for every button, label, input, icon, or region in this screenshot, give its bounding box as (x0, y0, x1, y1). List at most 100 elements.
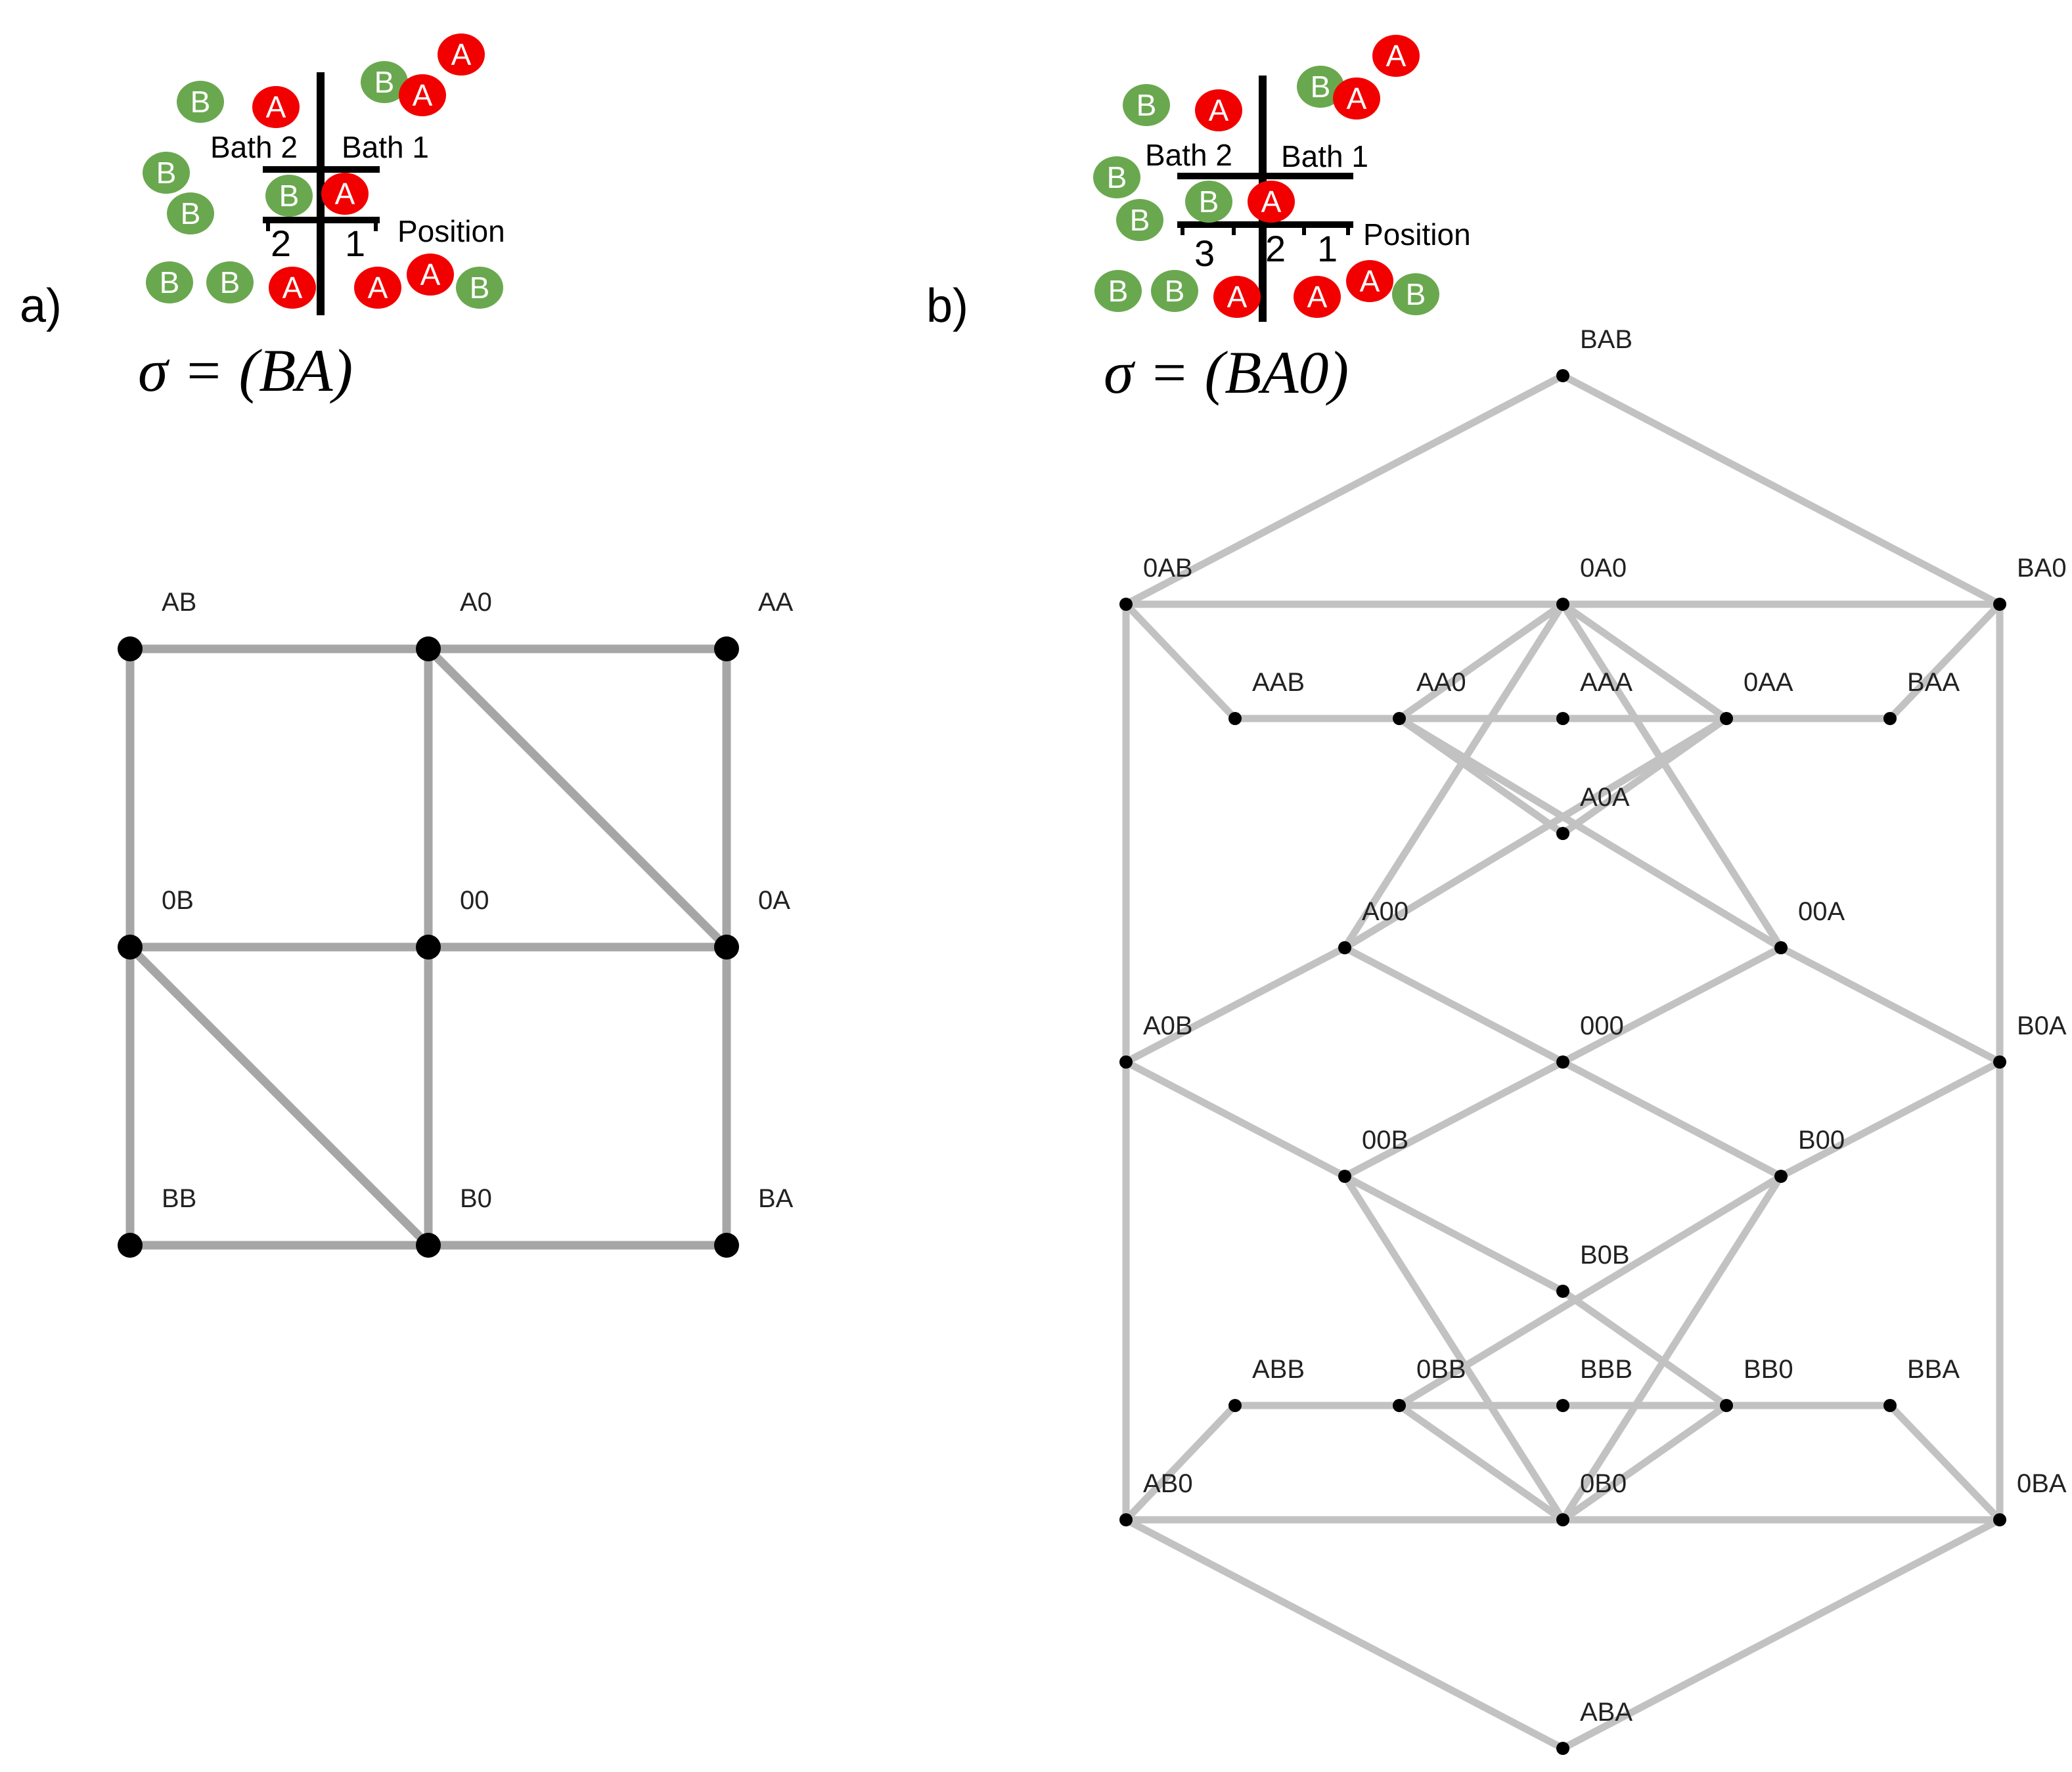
particle-b-disc (1392, 273, 1439, 315)
particle-a-letter: A (451, 37, 472, 72)
particle-b: B (1151, 270, 1198, 312)
particle-b-disc (1116, 199, 1163, 241)
node-label-AA: AA (758, 588, 794, 617)
panel-a: a) σ = (BA) Bath 2 Bath 1 Position 2 1 B… (20, 33, 794, 1258)
particle-a-disc (321, 173, 369, 215)
particle-a: A (1213, 276, 1261, 318)
edge-0A0-A00 (1341, 600, 1567, 952)
particle-a: A (269, 267, 316, 309)
bath2-label: Bath 2 (210, 130, 298, 164)
particle-b: B (361, 61, 408, 103)
particle-b-disc (361, 61, 408, 103)
particle-b: B (1297, 66, 1344, 108)
node-BB0 (1720, 1399, 1733, 1412)
particle-a-letter: A (413, 78, 433, 112)
particle-b: B (265, 175, 313, 217)
node-label-BBA: BBA (1907, 1355, 1960, 1384)
panel-b: b) σ = (BA0) Bath 2 Bath 1 Position 3 2 … (926, 35, 2067, 1755)
particle-b-disc (456, 267, 503, 309)
node-B0 (416, 1233, 441, 1258)
node-A0A (1556, 827, 1569, 840)
node-label-B0B: B0B (1580, 1241, 1630, 1270)
particle-b-disc (206, 261, 254, 303)
particle-b: B (1123, 84, 1170, 126)
node-label-BA0: BA0 (2017, 554, 2067, 583)
particle-b-disc (146, 261, 193, 303)
edge-000-00A (1559, 944, 1785, 1066)
panel-a-label: a) (20, 280, 62, 332)
particle-a-letter: A (1261, 185, 1282, 219)
particle-a: A (252, 86, 300, 128)
particle-a-disc (354, 267, 401, 309)
edge-AA0-00A (1395, 715, 1785, 952)
particle-a: A (1294, 276, 1341, 318)
site-label-3: 3 (1194, 233, 1215, 274)
node-label-B00: B00 (1798, 1126, 1845, 1155)
particle-a: A (321, 173, 369, 215)
particle-a-letter: A (368, 271, 388, 305)
node-label-BBB: BBB (1580, 1355, 1633, 1384)
edge-A0-0A (424, 644, 731, 952)
particle-b-letter: B (156, 156, 177, 190)
node-label-00A: 00A (1798, 897, 1845, 926)
particle-a: A (1195, 89, 1242, 131)
particle-b-letter: B (191, 85, 211, 119)
edge-00B-000 (1341, 1058, 1567, 1180)
node-label-ABB: ABB (1252, 1355, 1305, 1384)
node-000 (1556, 1055, 1569, 1069)
node-BB (118, 1233, 143, 1258)
particle-a-letter: A (1307, 280, 1328, 314)
particle-a-letter: A (420, 257, 441, 292)
edge-0BB-0B0 (1395, 1402, 1567, 1524)
node-0B (118, 935, 143, 960)
particle-b-letter: B (1406, 277, 1426, 311)
particle-b-letter: B (1130, 203, 1150, 237)
node-label-0BB: 0BB (1416, 1355, 1466, 1384)
edge-00B-0B0 (1341, 1172, 1567, 1524)
node-AA (714, 636, 739, 661)
node-AAB (1228, 712, 1242, 725)
position-label: Position (1363, 217, 1471, 252)
node-label-BAB: BAB (1580, 325, 1633, 354)
node-AA0 (1393, 712, 1406, 725)
node-label-AAA: AAA (1580, 668, 1633, 697)
particle-b-disc (1297, 66, 1344, 108)
edge-00B-B0B (1341, 1172, 1567, 1295)
node-label-AAB: AAB (1252, 668, 1305, 697)
particle-b-disc (1094, 270, 1142, 312)
edge-000-B00 (1559, 1058, 1785, 1180)
node-label-BB: BB (162, 1184, 196, 1213)
particle-a-disc (269, 267, 316, 309)
node-label-0AA: 0AA (1744, 668, 1793, 697)
node-AB (118, 636, 143, 661)
particle-b: B (456, 267, 503, 309)
particle-a-disc (1294, 276, 1341, 318)
particle-a: A (354, 267, 401, 309)
position-label: Position (397, 214, 505, 248)
particle-a-disc (1372, 35, 1420, 77)
particle-b-disc (1185, 181, 1232, 223)
node-AB0 (1119, 1513, 1133, 1526)
node-label-00: 00 (460, 886, 489, 915)
particle-b-letter: B (1199, 185, 1219, 219)
node-B0B (1556, 1285, 1569, 1298)
node-00B (1338, 1170, 1351, 1183)
particle-b: B (206, 261, 254, 303)
edge-B00-B0A (1777, 1058, 2004, 1180)
particle-a-letter: A (266, 90, 286, 124)
node-BBA (1883, 1399, 1897, 1412)
particle-a-disc (1195, 89, 1242, 131)
panel-a-sigma: σ = (BA) (138, 337, 353, 404)
node-label-0B: 0B (162, 886, 194, 915)
particle-b: B (143, 152, 190, 194)
edge-A00-000 (1341, 944, 1567, 1066)
edge-0BA-BBA (1886, 1402, 2004, 1524)
particle-b-disc (1151, 270, 1198, 312)
edge-BAB-0AB (1122, 372, 1567, 608)
edge-0B0-BB0 (1559, 1402, 1730, 1524)
particle-a-letter: A (1386, 39, 1407, 73)
